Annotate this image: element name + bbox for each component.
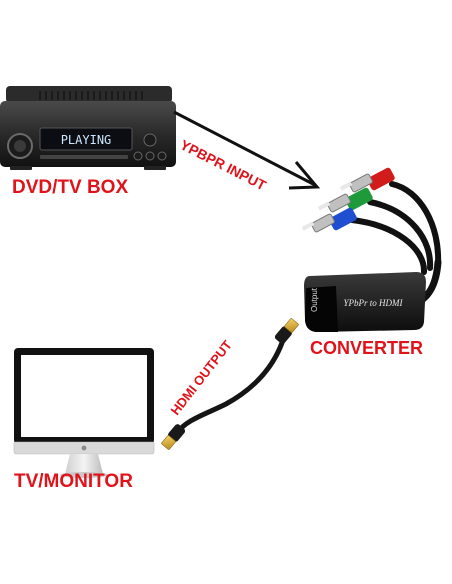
converter-label: CONVERTER <box>310 338 423 358</box>
red-rca-plug-icon <box>339 167 395 193</box>
dvd-power-button-icon <box>143 133 157 147</box>
display-text: PLAYING <box>61 133 112 147</box>
monitor-screen <box>21 355 147 437</box>
green-rca-plug-icon <box>317 187 373 213</box>
dvd-player-device: PLAYING <box>0 86 176 170</box>
hdmi-plug-bottom-icon <box>161 424 186 450</box>
hdmi-cable <box>161 318 299 450</box>
converter-brand-label: YPbPr to HDMI <box>344 298 404 308</box>
converter-device: Output YPbPr to HDMI <box>304 272 426 332</box>
dvd-button-1-icon <box>133 151 143 161</box>
tv-monitor-label: TV/MONITOR <box>14 471 133 492</box>
converter-port-label: Output <box>310 287 319 312</box>
hdmi-plug-top-icon <box>274 318 299 344</box>
apple-logo-icon <box>81 445 87 451</box>
dvd-box-label: DVD/TV BOX <box>12 177 128 198</box>
vent-grille <box>39 91 143 100</box>
ypbpr-input-label: YPBPR INPUT <box>178 136 270 193</box>
dvd-button-2-icon <box>145 151 155 161</box>
blue-rca-plug-icon <box>301 207 357 233</box>
input-arrow <box>173 110 321 190</box>
display-panel <box>39 127 133 151</box>
monitor-device <box>13 348 155 478</box>
dvd-button-3-icon <box>157 151 167 161</box>
component-cables <box>349 181 442 308</box>
